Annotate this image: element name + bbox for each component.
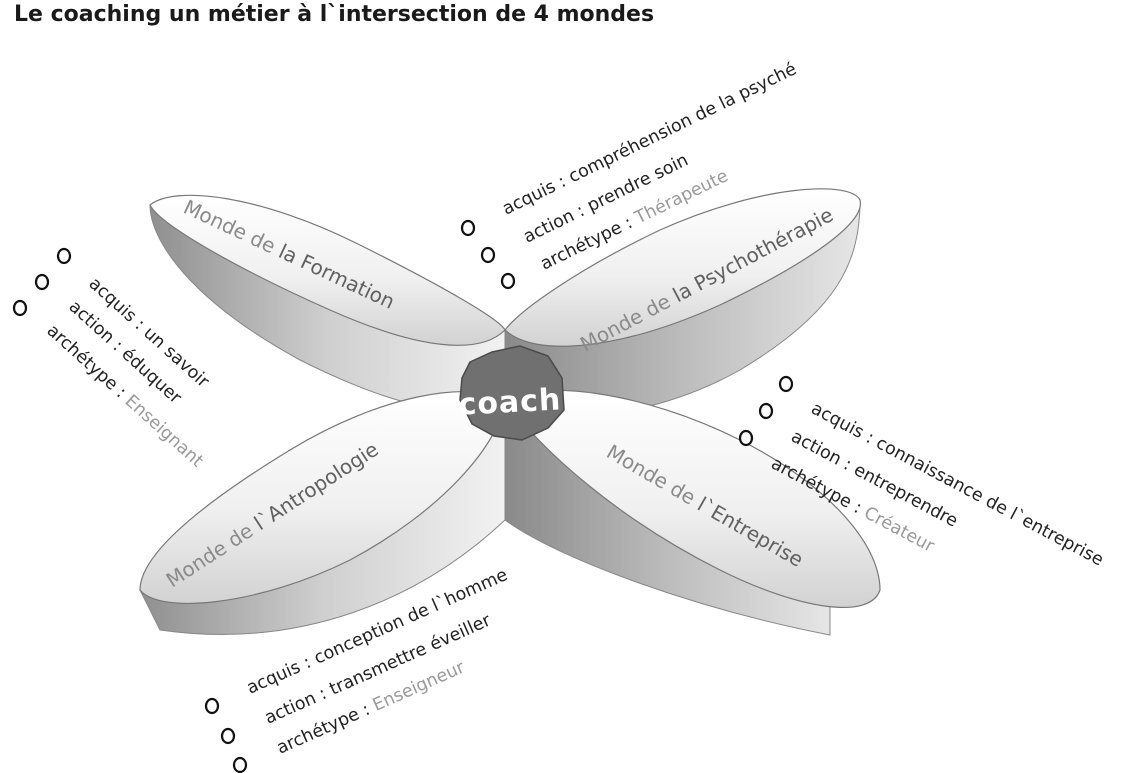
- bullet-icon: [480, 246, 496, 264]
- info-formation: acquis : un savoir action : éduquer arch…: [12, 247, 213, 472]
- bullet-icon: [738, 429, 754, 447]
- bullet-icon: [778, 375, 794, 393]
- page-title: Le coaching un métier à l`intersection d…: [14, 2, 655, 27]
- petal-psychotherapie: [504, 188, 861, 417]
- bullet-icon: [500, 272, 516, 290]
- petal-antropologie: [139, 391, 506, 635]
- coach-hub: coach: [458, 345, 565, 441]
- bullet-icon: [758, 402, 774, 420]
- bullet-icon: [220, 727, 236, 745]
- bullet-icon: [56, 247, 72, 265]
- bullet-icon: [34, 273, 50, 291]
- bullet-icon: [232, 756, 248, 773]
- coach-label: coach: [458, 382, 562, 422]
- acquis-text: acquis : compréhension de la psyché: [499, 59, 799, 219]
- petal-entreprise: [504, 389, 881, 636]
- bullet-icon: [12, 299, 28, 317]
- bullet-icon: [460, 219, 476, 237]
- bullet-icon: [204, 697, 220, 715]
